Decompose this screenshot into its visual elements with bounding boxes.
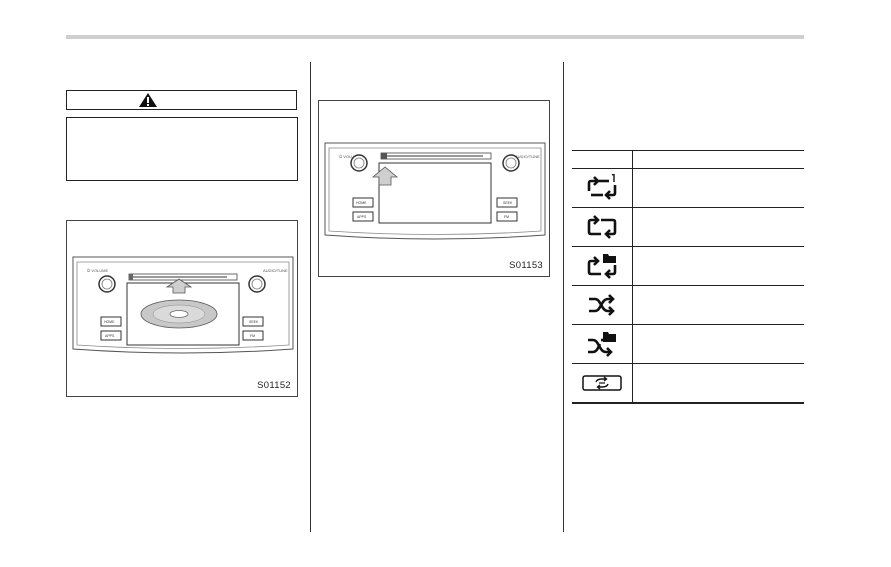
figure-label: S01153 — [509, 260, 543, 271]
repeat-one-icon — [587, 174, 617, 200]
svg-text:HOME: HOME — [104, 320, 115, 324]
table-header-row — [572, 150, 804, 169]
mode-description — [632, 285, 804, 325]
svg-text:APPS: APPS — [105, 334, 115, 338]
warning-box — [66, 117, 298, 181]
svg-text:AUDIO/TUNE: AUDIO/TUNE — [263, 268, 288, 273]
svg-text:⏻ VOLUME: ⏻ VOLUME — [87, 268, 108, 273]
mode-description — [632, 324, 804, 364]
svg-text:FM: FM — [250, 334, 255, 338]
table-row — [572, 324, 804, 364]
mode-description — [632, 207, 804, 247]
figure-label: S01152 — [257, 380, 291, 391]
folder-shuffle-icon — [588, 332, 616, 357]
column-divider-2 — [563, 62, 564, 532]
svg-text:APPS: APPS — [357, 215, 367, 219]
mode-description — [632, 363, 804, 404]
folder-repeat-icon — [587, 254, 617, 279]
svg-text:FM: FM — [504, 215, 509, 219]
table-header-icon — [572, 150, 633, 169]
eject-figure: ⏻ VOLUME AUDIO/TUNE HOME APPS SEEK FM S0… — [318, 100, 550, 277]
repeat-icon — [587, 215, 617, 239]
svg-text:HOME: HOME — [356, 201, 367, 205]
table-row — [572, 363, 804, 404]
mode-description — [632, 246, 804, 286]
table-row — [572, 168, 804, 208]
disc-insert-figure: ⏻ VOLUME AUDIO/TUNE HOME APPS SEEK FM S0… — [66, 220, 298, 397]
header-rule — [66, 35, 804, 39]
column-divider-1 — [310, 62, 311, 532]
svg-text:⏻ VOLUME: ⏻ VOLUME — [339, 154, 360, 159]
table-row — [572, 207, 804, 247]
playback-mode-table — [572, 150, 804, 404]
warning-header — [66, 90, 297, 110]
svg-text:SEEK: SEEK — [249, 320, 259, 324]
table-header-description — [632, 150, 804, 169]
table-row — [572, 285, 804, 325]
svg-text:AUDIO/TUNE: AUDIO/TUNE — [515, 154, 540, 159]
table-row — [572, 246, 804, 286]
disc-scan-icon — [582, 375, 622, 391]
mode-description — [632, 168, 804, 208]
warning-triangle-icon — [139, 93, 157, 107]
svg-text:SEEK: SEEK — [503, 201, 513, 205]
shuffle-icon — [589, 294, 615, 316]
